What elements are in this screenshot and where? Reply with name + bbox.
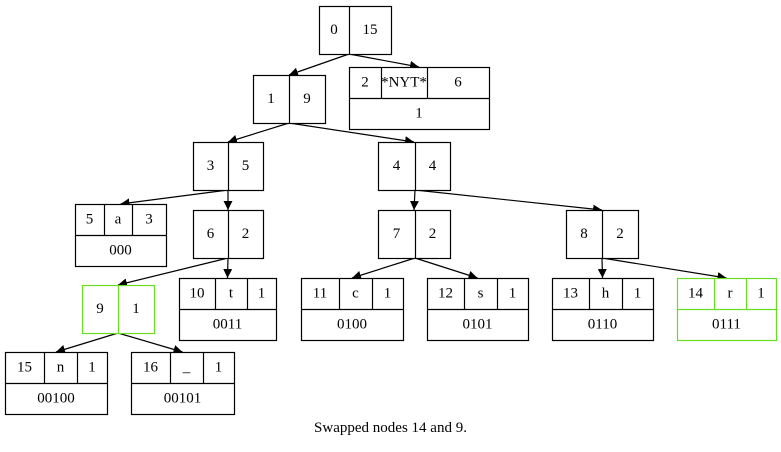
node-number: 1 (267, 91, 275, 107)
node-number: 4 (393, 158, 401, 174)
tree-edge-n3-n5 (120, 189, 229, 208)
tree-edge-n8-n13 (597, 257, 607, 279)
tree-node-12: 12 s 1 0101 (426, 277, 530, 342)
node-number: 11 (313, 286, 327, 302)
node-weight: 1 (509, 286, 517, 302)
node-box (377, 141, 452, 192)
node-box (318, 5, 393, 56)
tree-node-5: 5 a 3 000 (74, 203, 168, 268)
tree-edge-n0-n2 (348, 53, 420, 70)
node-weight: 3 (145, 212, 153, 228)
node-weight: 1 (757, 286, 765, 302)
node-number: 7 (393, 226, 401, 242)
tree-edges (55, 53, 727, 354)
node-weight: 5 (242, 158, 250, 174)
node-symbol: c (352, 286, 359, 302)
tree-node-13: 13 h 1 0110 (551, 277, 655, 342)
node-code: 0011 (213, 317, 242, 333)
node-box (377, 209, 452, 260)
node-weight: 2 (429, 226, 437, 242)
node-number: 12 (438, 286, 453, 302)
node-weight: 1 (258, 286, 266, 302)
tree-edge-n4-n8 (414, 189, 603, 214)
tree-edge-n7-n11 (351, 257, 416, 280)
tree-edge-n9-n15 (55, 332, 119, 354)
tree-node-15: 15 n 1 00100 (4, 351, 109, 416)
node-code: 0110 (588, 317, 617, 333)
node-code: 00101 (164, 391, 202, 407)
tree-edge-n6-n10 (223, 257, 233, 279)
tree-edge-n4-n7 (409, 189, 419, 211)
node-symbol: h (602, 286, 610, 302)
node-number: 15 (17, 360, 32, 376)
node-number: 8 (580, 226, 588, 242)
node-weight: 4 (429, 158, 437, 174)
diagram-caption: Swapped nodes 14 and 9. (314, 420, 467, 436)
node-symbol: s (478, 286, 484, 302)
node-symbol: t (229, 286, 234, 302)
tree-edge-n1-n4 (288, 122, 415, 146)
tree-edge-n6-n9 (117, 257, 229, 288)
node-number: 16 (143, 360, 159, 376)
node-number: 2 (361, 75, 369, 91)
tree-edge-n1-n3 (227, 122, 290, 144)
node-weight: 15 (363, 22, 378, 38)
node-symbol: *NYT* (381, 75, 427, 91)
tree-node-0: 0 15 (318, 5, 393, 56)
node-code: 00100 (37, 391, 75, 407)
node-symbol: _ (182, 360, 191, 376)
node-weight: 1 (132, 301, 140, 317)
tree-edge-n7-n12 (414, 257, 478, 280)
node-weight: 2 (242, 226, 250, 242)
node-number: 10 (190, 286, 205, 302)
node-symbol: r (728, 286, 733, 302)
node-number: 6 (207, 226, 215, 242)
tree-node-14: 14 r 1 0111 (676, 277, 778, 342)
tree-node-2: 2 *NYT* 6 1 (348, 66, 491, 131)
node-weight: 2 (616, 226, 624, 242)
node-weight: 6 (454, 75, 462, 91)
tree-node-11: 11 c 1 0100 (300, 277, 405, 342)
node-code: 0101 (463, 317, 493, 333)
node-code: 1 (415, 106, 423, 122)
node-number: 9 (96, 301, 104, 317)
node-number: 13 (563, 286, 578, 302)
tree-node-16: 16 _ 1 00101 (130, 351, 236, 416)
node-code: 0100 (337, 317, 367, 333)
node-code: 0111 (712, 317, 741, 333)
node-weight: 1 (384, 286, 392, 302)
tree-node-10: 10 t 1 0011 (178, 277, 278, 342)
tree-edge-n8-n14 (601, 257, 727, 282)
node-symbol: a (115, 212, 122, 228)
node-weight: 1 (634, 286, 642, 302)
node-weight: 9 (303, 91, 311, 107)
node-code: 000 (109, 243, 132, 259)
node-number: 5 (86, 212, 94, 228)
node-weight: 1 (215, 360, 223, 376)
node-number: 3 (207, 158, 215, 174)
tree-edge-n0-n1 (288, 53, 350, 77)
tree-edge-n9-n16 (117, 332, 183, 354)
node-symbol: n (57, 360, 65, 376)
node-number: 0 (330, 22, 338, 38)
node-number: 14 (688, 286, 704, 302)
node-weight: 1 (88, 360, 96, 376)
